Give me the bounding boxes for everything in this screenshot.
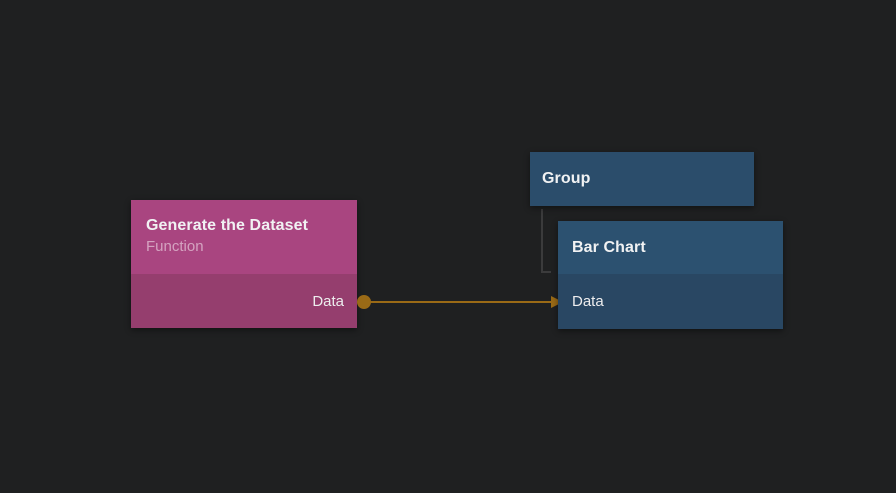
node-title: Group <box>542 170 591 187</box>
group-child-connector-elbow <box>541 271 551 273</box>
output-port-label: Data <box>312 292 344 310</box>
node-title: Bar Chart <box>572 238 646 256</box>
edge-wire[interactable] <box>364 301 553 303</box>
node-subtitle: Function <box>146 238 204 255</box>
node-port-section: Data <box>558 274 783 329</box>
node-bar-chart[interactable]: Bar Chart Data <box>558 221 783 329</box>
output-port-connector[interactable] <box>357 295 371 309</box>
node-title: Generate the Dataset <box>146 217 309 234</box>
node-header: Bar Chart <box>558 221 783 274</box>
node-group[interactable]: Group <box>530 152 754 206</box>
group-child-connector-vertical <box>541 209 543 273</box>
node-generate-the-dataset[interactable]: Generate the Dataset Function Data <box>131 200 357 328</box>
node-port-section: Data <box>131 274 357 328</box>
input-port-label: Data <box>572 293 604 310</box>
node-header: Generate the Dataset Function <box>131 200 357 274</box>
